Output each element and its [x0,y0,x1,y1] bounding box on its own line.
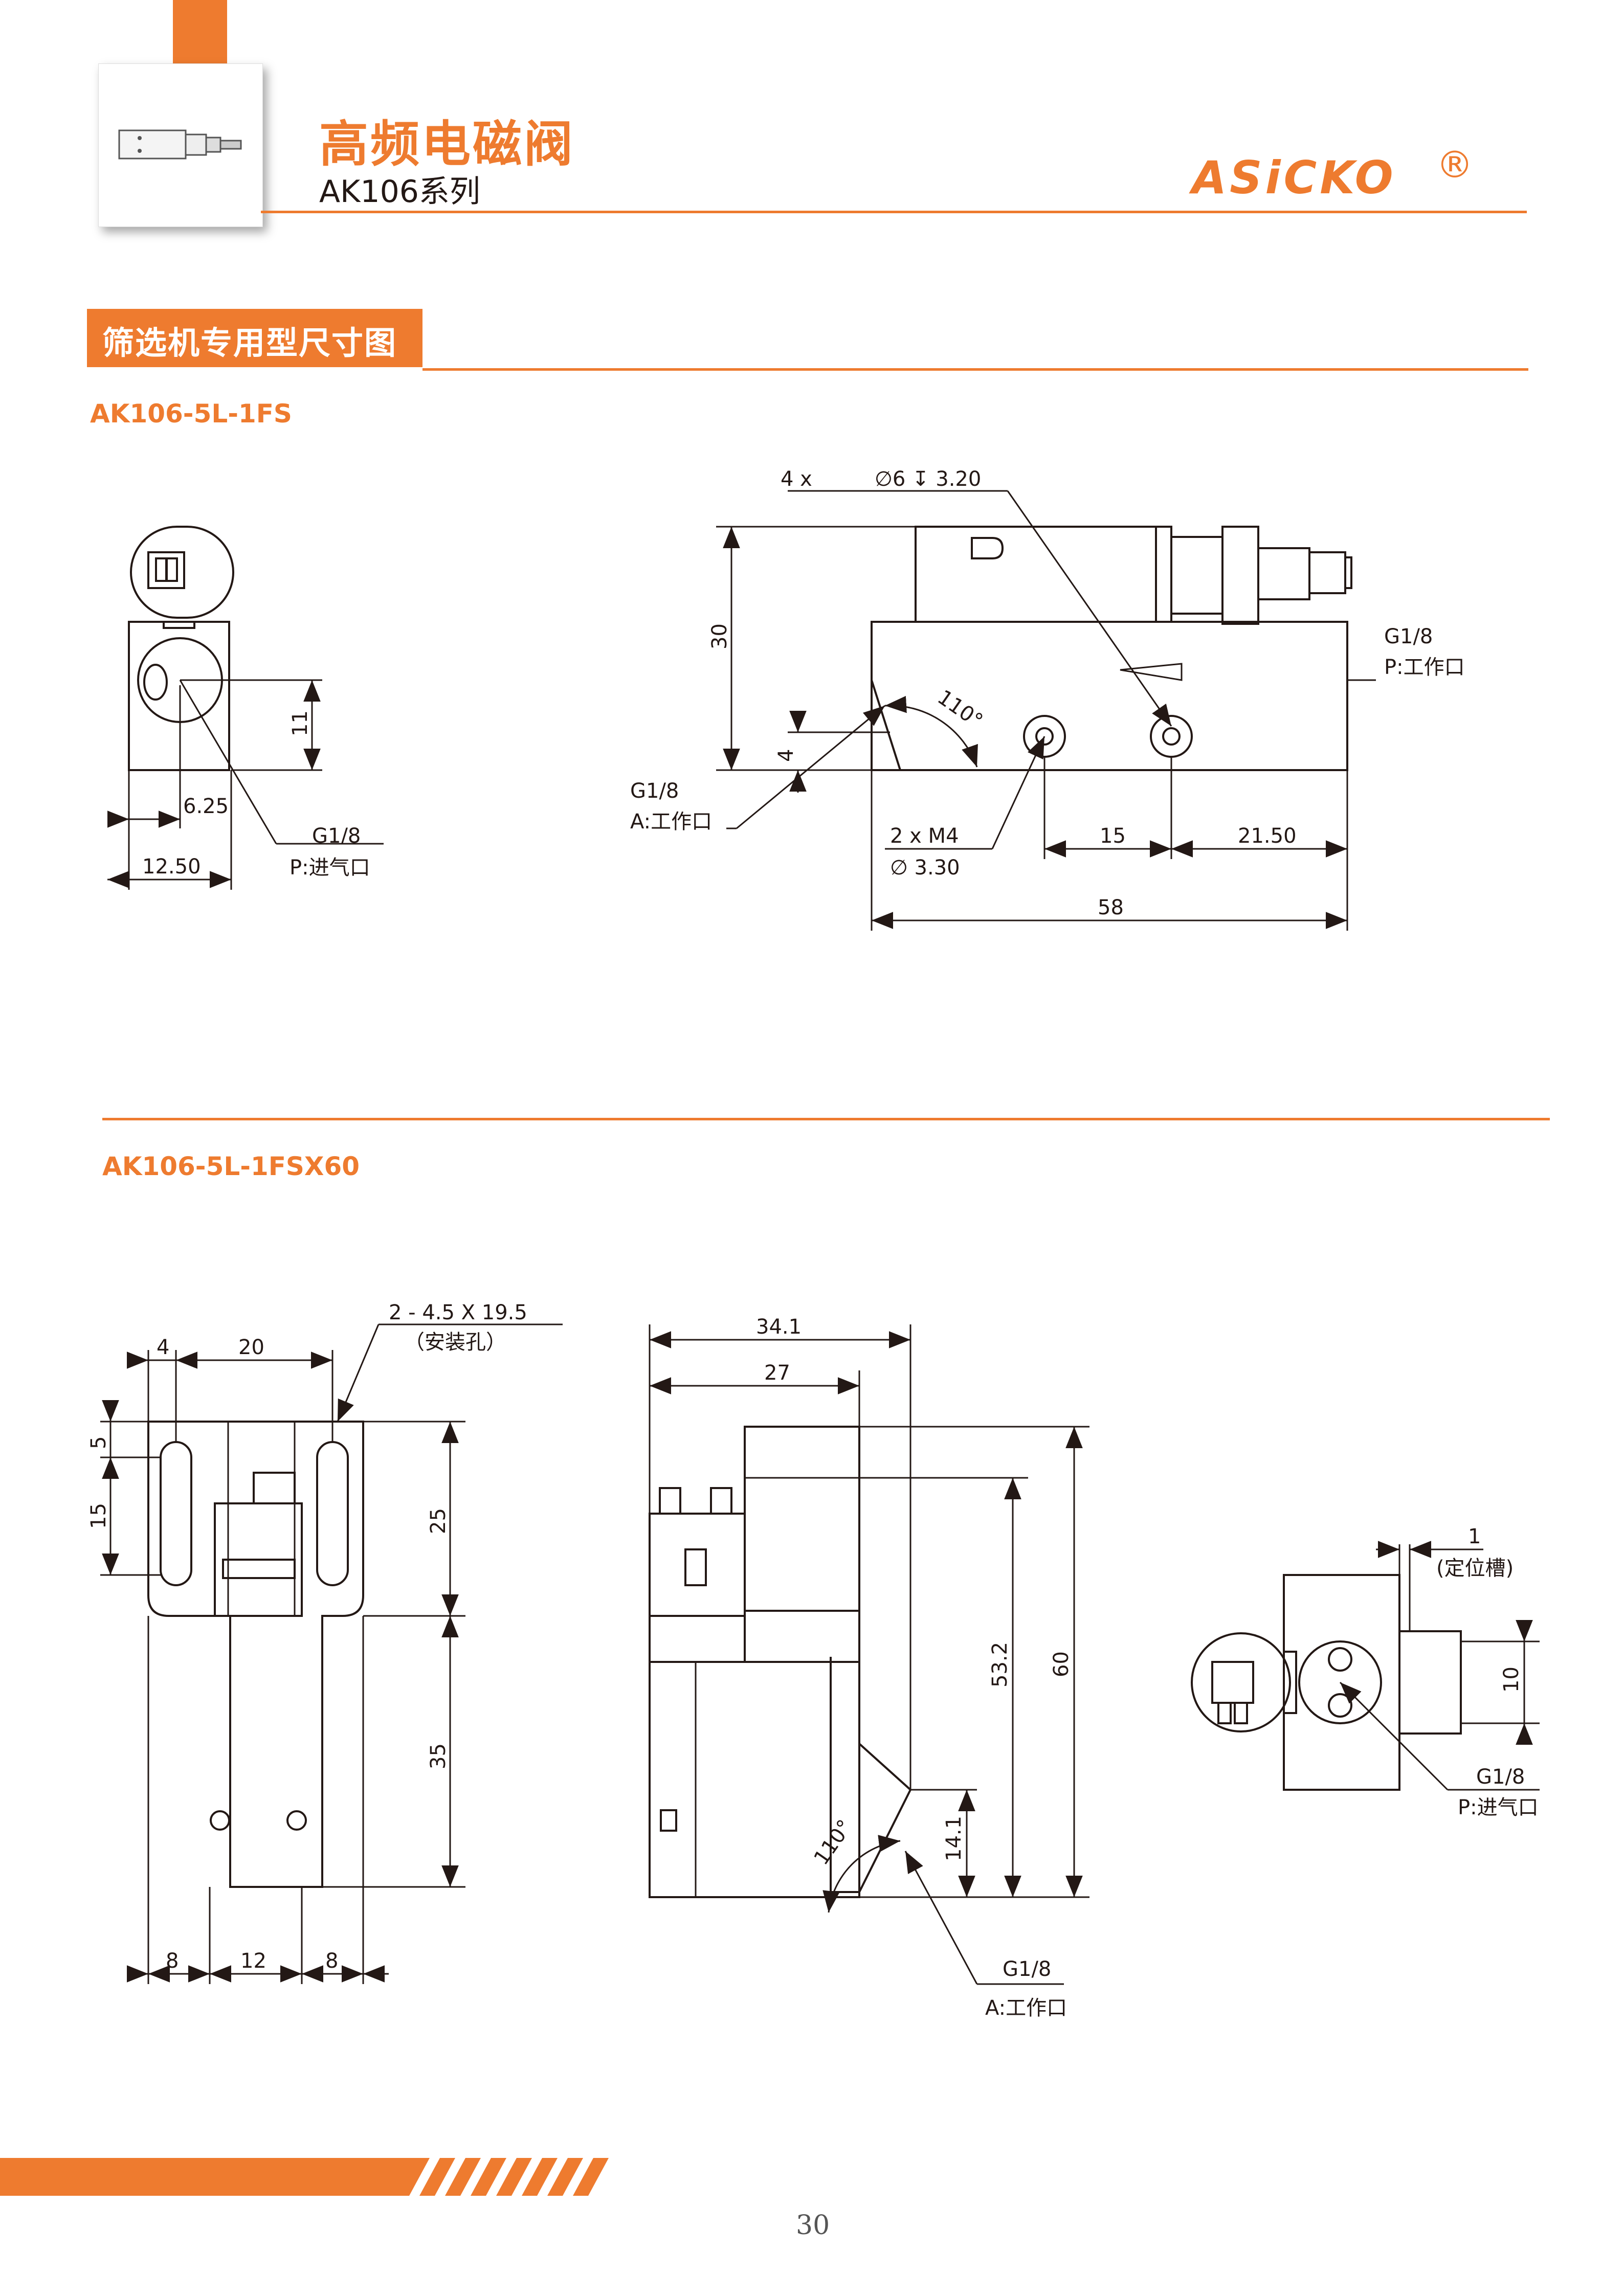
port-p-size: G1/8 [312,824,361,848]
dim-20: 20 [238,1336,264,1359]
model2-labels: 2 - 4.5 X 19.5 （安装孔） 4 20 5 15 25 35 8 1… [87,1301,1539,2020]
mount-note: （安装孔） [404,1331,506,1354]
dim-58: 58 [1098,896,1124,919]
port-p2-label: P:工作口 [1384,656,1465,679]
dim-34-1: 34.1 [756,1315,802,1339]
dim-21-50: 21.50 [1238,824,1297,848]
dim-4-top: 4 [157,1336,169,1359]
series-subtitle: AK106系列 [319,174,480,210]
slot-note: (定位槽) [1436,1557,1514,1580]
dim-4: 4 [774,749,798,762]
footer-stripes [0,2158,609,2196]
valve-thumbnail-icon [118,129,242,160]
dim-60: 60 [1050,1651,1073,1677]
model1-end-view [107,526,384,890]
hole-count: 4 x [781,467,812,491]
port-p2-size: G1/8 [1384,625,1433,648]
port-a-size: G1/8 [630,779,679,803]
product-thumbnail [98,63,263,227]
header-accent-tab [173,0,227,63]
port-a-size-2: G1/8 [1003,1957,1051,1981]
dim-8-right: 8 [325,1949,338,1973]
model-2-name: AK106-5L-1FSX60 [102,1152,360,1181]
dim-25: 25 [427,1508,450,1534]
port-p-label-2: P:进气口 [1458,1796,1539,1819]
dim-8-left: 8 [166,1949,179,1973]
port-p-label: P:进气口 [290,856,370,880]
port-a-label-2: A:工作口 [985,1996,1067,2020]
dim-30: 30 [708,623,731,649]
dim-35: 35 [427,1743,450,1769]
dim-53-2: 53.2 [988,1642,1012,1687]
page-number: 30 [796,2210,830,2241]
mount-holes: 2 - 4.5 X 19.5 [389,1301,527,1324]
dim-1: 1 [1468,1525,1481,1548]
section-divider [102,1118,1550,1120]
page-title: 高频电磁阀 [319,116,575,173]
port-p-size-2: G1/8 [1476,1765,1525,1789]
angle-110-2: 110° [810,1815,857,1869]
dim-6-25: 6.25 [183,795,229,818]
section-rule [422,368,1528,371]
angle-110: 110° [933,686,987,733]
model1-labels: 4 x ∅6 ↧ 3.20 30 11 4 6.25 12.50 15 21.5… [142,467,1465,919]
dim-27: 27 [764,1361,790,1385]
model2-top-view [100,1323,563,1984]
port-a-label: A:工作口 [630,810,712,834]
dim-11: 11 [288,710,312,736]
model1-front-view [716,490,1376,931]
section-heading-box [87,309,422,367]
dim-10: 10 [1500,1667,1523,1693]
brand-logo: ASiCKO [1192,151,1396,204]
model2-end-view [1191,1541,1540,1791]
model2-side-view [649,1324,1089,1985]
dim-15-left: 15 [87,1503,110,1529]
screw-spec: 2 x M4 [890,824,959,848]
dim-12: 12 [240,1949,266,1973]
section-title: 筛选机专用型尺寸图 [102,324,397,362]
registered-mark: ® [1436,143,1473,186]
header-rule [261,211,1527,213]
dim-15: 15 [1100,824,1126,848]
dim-12-50: 12.50 [142,855,201,879]
screw-dia: ∅ 3.30 [890,856,960,880]
dim-14-1: 14.1 [942,1816,966,1861]
dim-5: 5 [87,1436,110,1449]
model-1-name: AK106-5L-1FS [90,399,292,429]
hole-spec: ∅6 ↧ 3.20 [875,467,981,491]
